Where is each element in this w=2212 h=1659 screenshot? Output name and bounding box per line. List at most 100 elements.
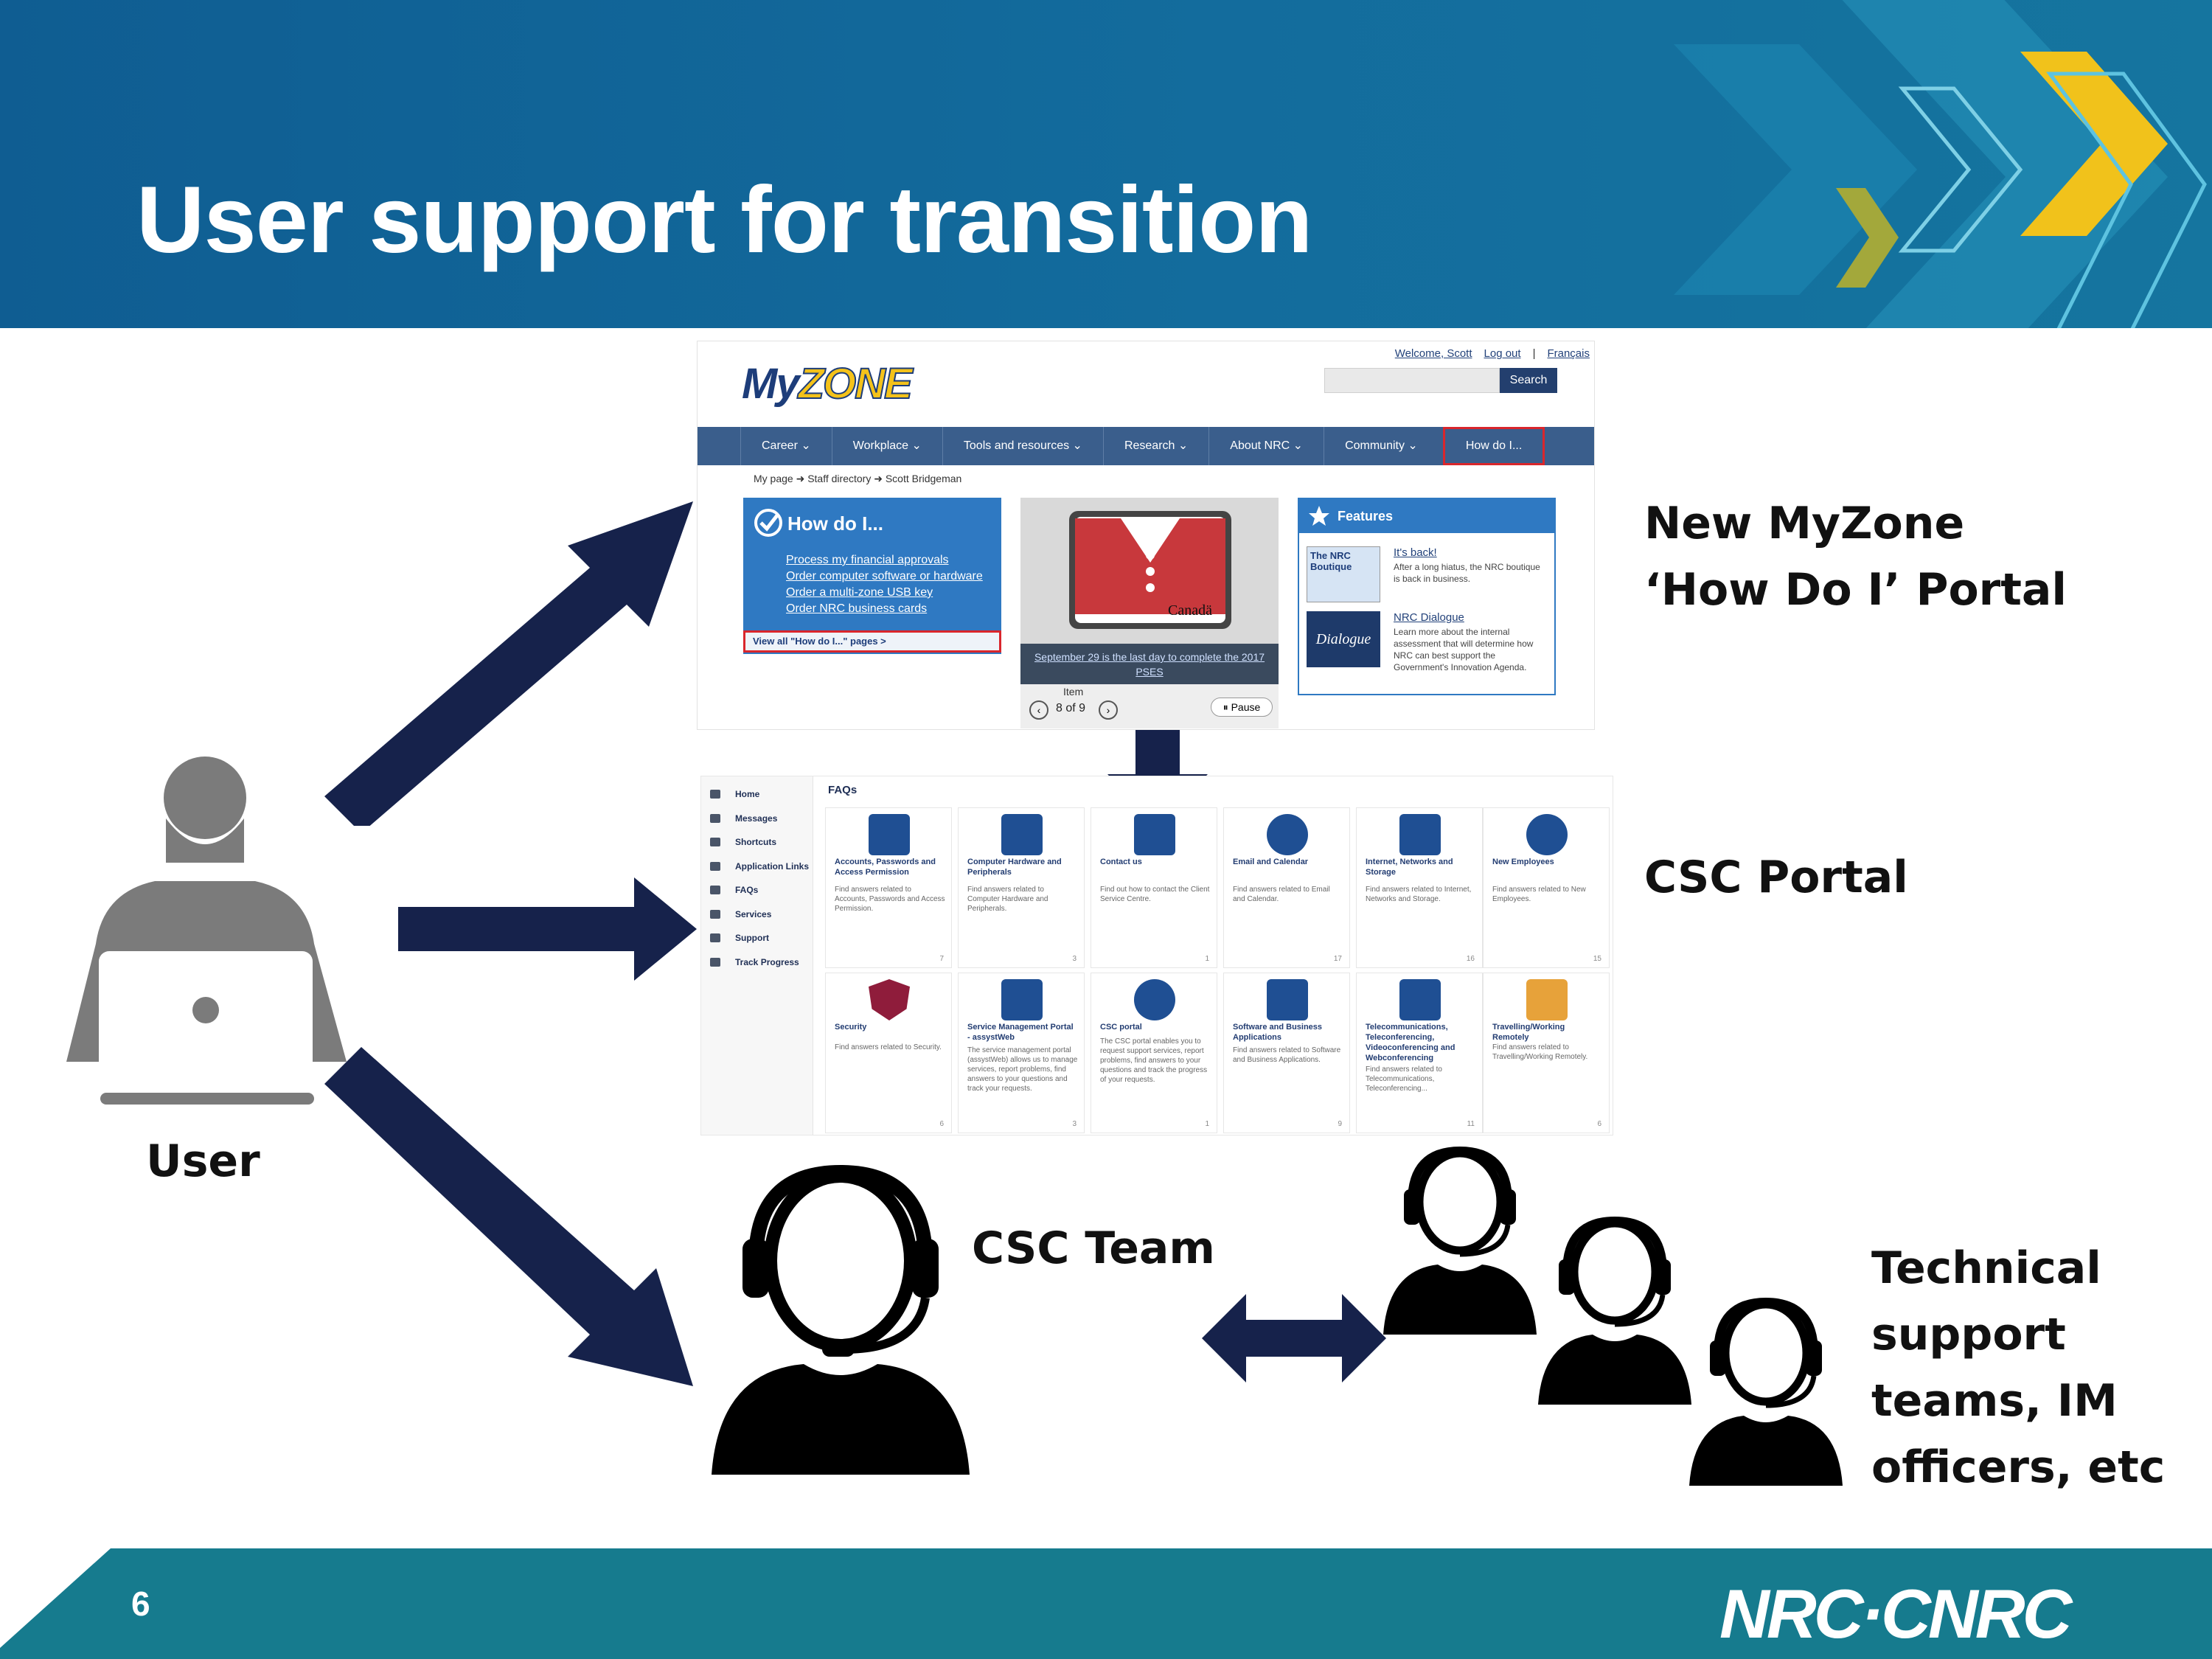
nav-research[interactable]: Research ⌄ — [1102, 427, 1208, 465]
envelope-key-icon — [869, 814, 910, 855]
monitor-icon — [1134, 979, 1175, 1020]
logo-zone: ZONE — [798, 359, 914, 408]
logout-link[interactable]: Log out — [1484, 347, 1521, 360]
arrow-to-csc-portal — [398, 877, 697, 981]
csc-nav-application-links[interactable]: Application Links — [701, 855, 813, 879]
faq-tile-title: Telecommunications, Teleconferencing, Vi… — [1366, 1023, 1455, 1062]
how-link-software[interactable]: Order computer software or hardware — [786, 570, 983, 582]
myzone-screenshot: Welcome, Scott Log out | Français MyZONE… — [697, 341, 1595, 730]
feature1-text: After a long hiatus, the NRC boutique is… — [1394, 562, 1540, 584]
nav-workplace[interactable]: Workplace ⌄ — [831, 427, 942, 465]
nav-career[interactable]: Career ⌄ — [740, 427, 832, 465]
boutique-thumbnail[interactable]: The NRC Boutique — [1307, 546, 1380, 602]
features-panel: Features The NRC Boutique It's back! Aft… — [1298, 498, 1556, 695]
faq-tile-count: 17 — [1333, 955, 1342, 963]
star-icon — [1309, 506, 1329, 526]
carousel-caption-link[interactable]: September 29 is the last day to complete… — [1020, 644, 1279, 684]
myzone-search-input[interactable] — [1324, 368, 1500, 393]
csc-portal-screenshot: Home Messages Shortcuts Application Link… — [700, 776, 1613, 1135]
csc-nav-support-label: Support — [735, 933, 769, 943]
nav-how-do-i[interactable]: How do I... — [1442, 427, 1545, 465]
home-icon — [710, 790, 720, 799]
myzone-breadcrumb: My page ➜ Staff directory ➜ Scott Bridge… — [754, 473, 962, 484]
faq-tile-title: CSC portal — [1100, 1023, 1142, 1032]
faq-tile-desc: Find out how to contact the Client Servi… — [1100, 886, 1210, 903]
how-do-i-links: Process my financial approvals Order com… — [743, 552, 1001, 617]
faq-tile-desc: Find answers related to Computer Hardwar… — [967, 886, 1048, 913]
phone-icon — [1134, 814, 1175, 855]
check-circle-icon — [754, 509, 782, 537]
nav-about[interactable]: About NRC ⌄ — [1208, 427, 1324, 465]
how-link-financial[interactable]: Process my financial approvals — [786, 554, 949, 566]
faq-tile-count: 3 — [1072, 1120, 1077, 1128]
faq-tile-title: New Employees — [1492, 858, 1554, 866]
carousel-next-button[interactable]: › — [1099, 700, 1118, 720]
faq-tile-desc: The service management portal (assystWeb… — [967, 1046, 1078, 1093]
csc-nav-home[interactable]: Home — [701, 782, 813, 807]
faq-tile-telecom[interactable]: Telecommunications, Teleconferencing, Vi… — [1356, 973, 1483, 1133]
faq-tile-count: 11 — [1467, 1120, 1475, 1128]
support-agent-icon-1 — [1383, 1147, 1537, 1335]
csc-nav-faqs[interactable]: FAQs — [701, 878, 813, 902]
csc-nav-support[interactable]: Support — [701, 926, 813, 950]
welcome-link[interactable]: Welcome, Scott — [1394, 347, 1472, 360]
slide-title: User support for transition — [136, 167, 1312, 273]
carousel-pause-button[interactable]: ⏸ Pause — [1211, 698, 1273, 717]
faq-tile-title: Email and Calendar — [1233, 858, 1309, 866]
csc-team-label: CSC Team — [972, 1222, 1215, 1274]
csc-nav-track-progress[interactable]: Track Progress — [701, 950, 813, 975]
carousel-slide: Canadä — [1020, 498, 1279, 671]
myzone-label-line2: ‘How Do I’ Portal — [1644, 564, 2067, 616]
arrow-to-myzone — [324, 501, 693, 826]
faq-tile-title: Service Management Portal - assystWeb — [967, 1023, 1074, 1042]
how-link-usb[interactable]: Order a multi-zone USB key — [786, 586, 933, 599]
arrow-to-csc-team — [324, 1047, 693, 1386]
carousel-prev-button[interactable]: ‹ — [1029, 700, 1048, 720]
csc-nav-application-links-label: Application Links — [735, 860, 810, 872]
faq-tile-accounts[interactable]: Accounts, Passwords and Access Permissio… — [825, 807, 952, 968]
feature1-link[interactable]: It's back! — [1394, 546, 1437, 559]
feature2-link[interactable]: NRC Dialogue — [1394, 611, 1464, 624]
nav-community[interactable]: Community ⌄ — [1324, 427, 1439, 465]
csc-nav-shortcuts[interactable]: Shortcuts — [701, 830, 813, 855]
faq-tile-title: Travelling/Working Remotely — [1492, 1023, 1565, 1042]
logo-my: My — [742, 360, 800, 408]
pses-slide-image — [1069, 511, 1231, 629]
faq-tile-desc: Find answers related to Accounts, Passwo… — [835, 886, 945, 913]
myzone-search-button[interactable]: Search — [1500, 368, 1557, 393]
myzone-user-links: Welcome, Scott Log out | Français — [1357, 347, 1590, 360]
faq-tile-title: Software and Business Applications — [1233, 1023, 1323, 1042]
faq-tile-count: 3 — [1072, 955, 1077, 963]
faq-tile-desc: Find answers related to Telecommunicatio… — [1366, 1065, 1442, 1093]
myzone-label-line1: New MyZone — [1644, 498, 1965, 549]
csc-nav-messages[interactable]: Messages — [701, 807, 813, 831]
francais-link[interactable]: Français — [1547, 347, 1590, 360]
how-link-business-cards[interactable]: Order NRC business cards — [786, 602, 928, 615]
dialogue-thumbnail[interactable]: Dialogue — [1307, 611, 1380, 667]
nav-tools[interactable]: Tools and resources ⌄ — [942, 427, 1103, 465]
shield-check-icon — [869, 979, 910, 1020]
tech-label-line1: Technical — [1871, 1242, 2101, 1294]
travel-icon — [1526, 979, 1568, 1020]
faq-tile-desc: Find answers related to Internet, Networ… — [1366, 886, 1472, 903]
telecom-icon — [1399, 979, 1441, 1020]
computer-icon — [1001, 814, 1043, 855]
carousel-controls: Item ‹ 8 of 9 › ⏸ Pause — [1020, 684, 1279, 728]
network-folder-icon — [1399, 814, 1441, 855]
csc-nav-services[interactable]: Services — [701, 902, 813, 927]
link-separator: | — [1532, 347, 1536, 360]
view-all-how-do-i-link[interactable]: View all "How do I..." pages > — [743, 630, 1001, 653]
csc-nav-messages-label: Messages — [735, 813, 778, 824]
faq-tile-count: 16 — [1466, 955, 1475, 963]
faq-tile-desc: Find answers related to Travelling/Worki… — [1492, 1043, 1588, 1061]
